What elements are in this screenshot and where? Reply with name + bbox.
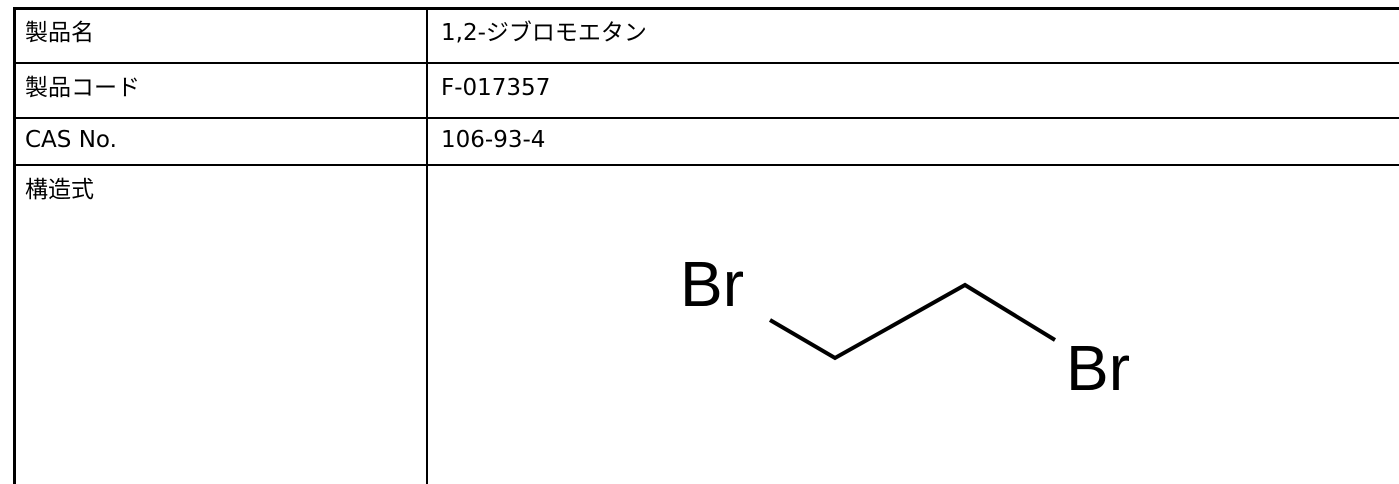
cas-number-value: 106-93-4 [441, 127, 546, 153]
row-divider-2 [13, 117, 1399, 119]
table-border-left [13, 7, 16, 484]
structural-formula: Br Br [680, 248, 1130, 404]
cas-number-label: CAS No. [25, 127, 117, 153]
bromine-atom-right: Br [1066, 332, 1130, 404]
row-divider-1 [13, 62, 1399, 64]
product-name-label: 製品名 [25, 20, 94, 46]
structure-label: 構造式 [25, 177, 94, 203]
product-name-value: 1,2-ジブロモエタン [441, 20, 647, 46]
carbon-chain-bonds [768, 282, 1057, 361]
product-code-label: 製品コード [25, 75, 140, 101]
table-border-top [13, 7, 1399, 10]
column-divider [426, 7, 428, 484]
row-divider-3 [13, 164, 1399, 166]
bromine-atom-left: Br [680, 248, 744, 320]
product-code-value: F-017357 [441, 75, 551, 101]
